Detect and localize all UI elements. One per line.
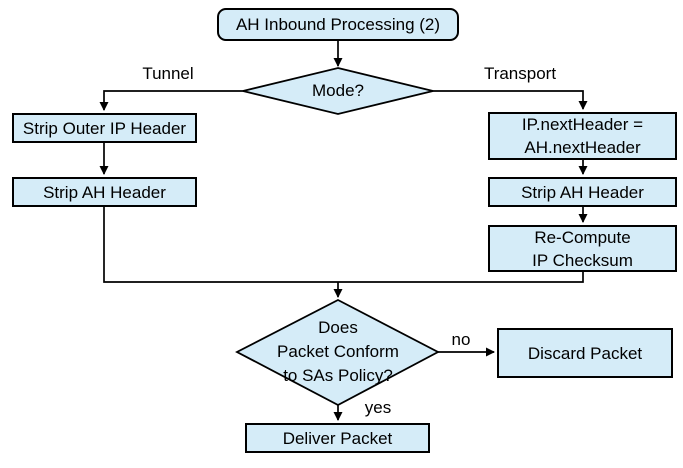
edge-mode-tunnel-branch <box>99 90 243 111</box>
node-discard-packet: Discard Packet <box>497 328 673 378</box>
edge-label-no: no <box>451 330 471 349</box>
mode-decision-diamond <box>242 67 434 115</box>
mode-decision-label: Mode? <box>312 81 364 100</box>
edge-label-tunnel: Tunnel <box>142 64 194 83</box>
policy-decision-diamond <box>235 298 440 407</box>
node-title: AH Inbound Processing (2) <box>217 8 459 41</box>
node-strip-outer-ip-header: Strip Outer IP Header <box>12 113 197 143</box>
node-strip-ah-header-transport: Strip AH Header <box>488 177 677 207</box>
node-recompute-ip-checksum: Re-Compute IP Checksum <box>488 225 677 272</box>
node-ip-next-header: IP.nextHeader = AH.nextHeader <box>488 112 677 160</box>
node-strip-ah-header-tunnel: Strip AH Header <box>12 177 197 207</box>
edge-mode-transport-branch <box>433 90 588 110</box>
edge-label-yes: yes <box>364 398 392 417</box>
policy-decision-label: Does Packet Conform to SAs Policy? <box>277 318 399 385</box>
node-deliver-packet: Deliver Packet <box>245 423 430 453</box>
edge-label-transport: Transport <box>483 64 557 83</box>
edge-branches-merge <box>103 207 584 283</box>
